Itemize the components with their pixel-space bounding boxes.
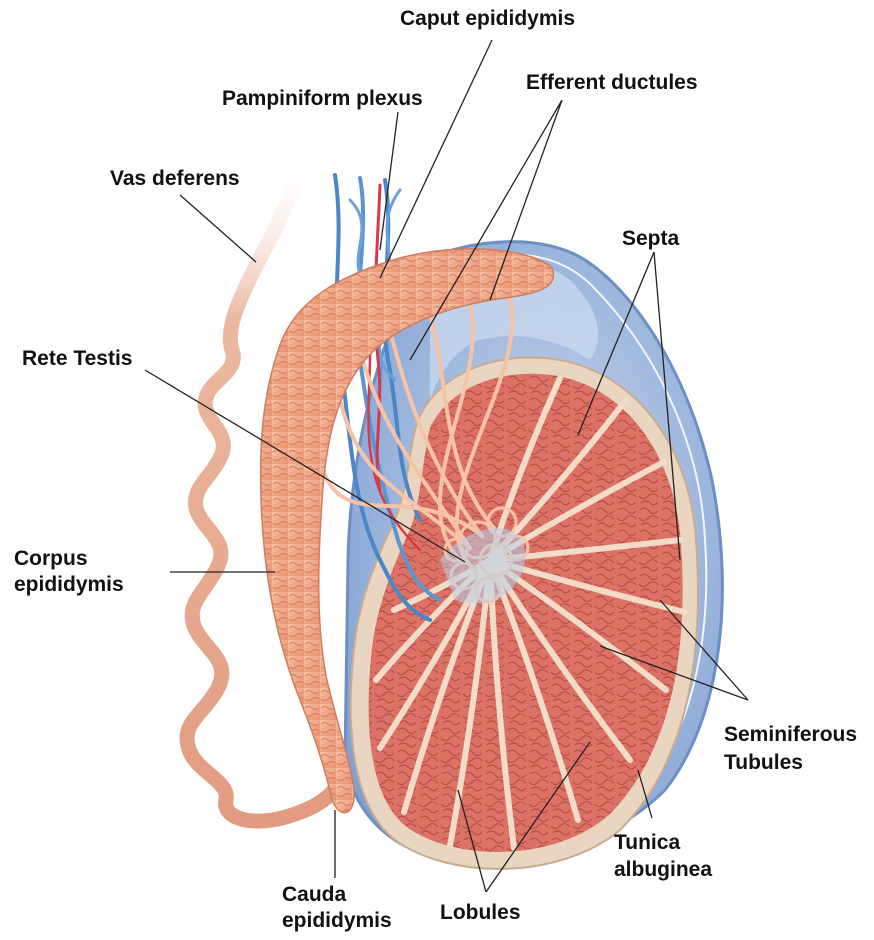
- label-corpus-epididymis-line2: epididymis: [14, 572, 124, 597]
- label-lobules: Lobules: [440, 900, 521, 925]
- label-caput-epididymis: Caput epididymis: [400, 6, 575, 31]
- label-seminiferous-tubules-line2: Tubules: [724, 750, 803, 775]
- label-vas-deferens: Vas deferens: [110, 166, 240, 191]
- label-cauda-epididymis-line1: Cauda: [282, 882, 346, 907]
- label-cauda-epididymis-line2: epididymis: [282, 908, 392, 933]
- label-seminiferous-tubules-line1: Seminiferous: [724, 722, 857, 747]
- label-efferent-ductules: Efferent ductules: [526, 70, 698, 95]
- label-septa: Septa: [622, 226, 679, 251]
- label-corpus-epididymis-line1: Corpus: [14, 546, 88, 571]
- label-tunica-albuginea-line2: albuginea: [614, 857, 712, 882]
- label-rete-testis: Rete Testis: [22, 346, 133, 371]
- label-pampiniform-plexus: Pampiniform plexus: [222, 86, 423, 111]
- label-tunica-albuginea-line1: Tunica: [614, 830, 680, 855]
